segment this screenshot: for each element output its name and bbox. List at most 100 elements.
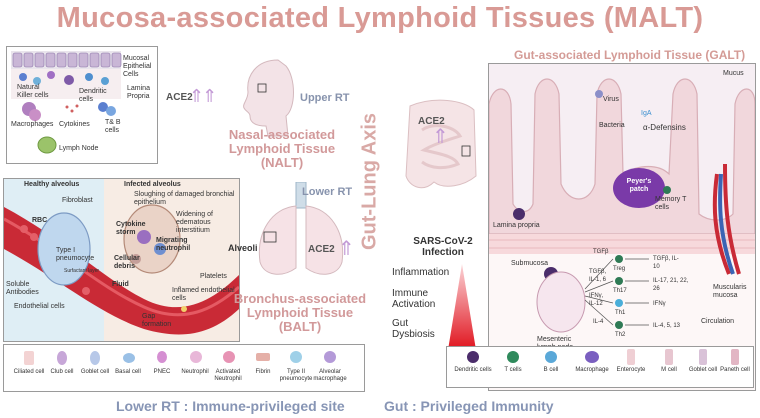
lower-rt-label: Lower RT (302, 186, 353, 198)
main-title: Mucosa-associated Lymphoid Tissues (MALT… (56, 2, 704, 34)
pathway-1-signal: TGFβ, IL-1, 6 (589, 269, 607, 283)
label-inflamed-endothelial: Inflamed endothelial cells (172, 287, 235, 302)
label-healthy-alveolus: Healthy alveolus (24, 181, 80, 188)
neutrophil-icon (190, 351, 202, 363)
label-lymph-node: Lymph Node (59, 145, 99, 152)
legend-right-2: B cell (543, 367, 559, 373)
alveolus-illustration (4, 179, 239, 341)
goblet-cell-icon (90, 351, 100, 365)
legend-right-3: Macrophage (575, 367, 609, 373)
footer-right: Gut : Privileged Immunity (384, 398, 554, 414)
pathway-0-out: TGFβ, IL-10 (653, 256, 679, 270)
label-virus: Virus (603, 96, 619, 103)
alveolar-macrophage-icon (324, 351, 336, 363)
label-surfactant: Surfactant layer (64, 268, 100, 274)
legend-left-3: Basal cell (115, 369, 141, 375)
balt-ace2-up-arrow-icon: ⇑ (338, 238, 355, 260)
lungs-illustration (258, 182, 344, 275)
pathway-3-cell: Th2 (615, 332, 626, 338)
immune-activation-label: Immune Activation (392, 288, 436, 310)
pathway-3-signal: IL-4 (593, 319, 604, 325)
infection-label: SARS-CoV-2 Infection (413, 236, 473, 258)
label-fibroblast: Fibroblast (62, 197, 93, 204)
label-natural-killer: Natural Killer cells (17, 84, 49, 99)
label-muscularis: Muscularis mucosa (713, 284, 747, 299)
label-cytokines: Cytokines (59, 121, 90, 128)
legend-left-7: Fibrin (255, 369, 271, 375)
label-soluble-antibodies: Soluble Antibodies (6, 281, 39, 296)
footer-left: Lower RT : Immune-privileged site (116, 398, 345, 414)
label-tb-cells: T& B cells (105, 119, 121, 134)
pathway-1-cell: Th17 (613, 288, 627, 294)
legend-left-1: Club cell (50, 369, 74, 375)
legend-right-1: T cells (504, 367, 522, 373)
club-cell-icon (57, 351, 67, 365)
alveoli-label: Alveoli (228, 243, 258, 253)
pnec-icon (157, 351, 167, 363)
balt-ace2-label: ACE2 (308, 244, 335, 255)
label-type1-pneumocyte: Type I pneumocyte (56, 247, 95, 262)
right-legend: Dendritic cells T cells B cell Macrophag… (446, 346, 754, 388)
pathway-1-out: IL-17, 21, 22, 26 (653, 278, 689, 292)
gut-lung-axis-label: Gut-Lung Axis (358, 112, 381, 251)
label-dendritic: Dendritic cells (79, 88, 107, 103)
macrophage-icon (585, 351, 599, 363)
dendritic-cell-icon (467, 351, 479, 363)
label-iga: IgA (641, 110, 652, 117)
legend-right-5: M cell (661, 367, 677, 373)
b-cell-icon (545, 351, 557, 363)
nalt-tissue-illustration (11, 51, 122, 154)
goblet-cell-gut-icon (699, 349, 707, 365)
label-endothelial: Endothelial cells (14, 303, 65, 310)
legend-right-0: Dendritic cells (454, 367, 492, 373)
label-circulation: Circulation (701, 318, 735, 325)
fibrin-icon (256, 353, 270, 361)
galt-panel: Mucus Virus IgA Bacteria α-Defensins Pey… (488, 63, 756, 391)
pathway-2-cell: Th1 (615, 310, 626, 316)
label-gap-formation: Gap formation (142, 313, 172, 328)
left-legend: Ciliated cell Club cell Goblet cell Basa… (3, 344, 365, 392)
inflammation-label: Inflammation (392, 267, 450, 278)
label-sloughing: Sloughing of damaged bronchial epitheliu… (134, 191, 235, 206)
nalt-panel: Mucosal Epithelial Cells Natural Killer … (6, 46, 158, 164)
label-cytokine-storm: Cytokine storm (116, 221, 146, 236)
t-cell-icon (507, 351, 519, 363)
type2-pneumocyte-icon (290, 351, 302, 363)
legend-left-0: Ciliated cell (13, 369, 45, 375)
legend-left-2: Goblet cell (80, 369, 110, 375)
basal-cell-icon (123, 353, 135, 363)
pathway-2-signal: IFNγ, IL-12 (589, 293, 604, 307)
legend-left-5: Neutrophil (181, 369, 209, 375)
legend-left-8: Type II pneumocyte (279, 369, 313, 382)
balt-title: Bronchus-associated Lymphoid Tissue (BAL… (233, 291, 367, 334)
legend-right-4: Enterocyte (616, 367, 646, 373)
label-infected-alveolus: Infected alveolus (124, 181, 181, 188)
severity-gradient-triangle (448, 264, 476, 350)
nalt-title: Nasal-associated Lymphoid Tissue (NALT) (228, 127, 336, 170)
gut-dysbiosis-label: Gut Dysbiosis (392, 318, 435, 340)
legend-left-6: Activated Neutrophil (214, 369, 242, 382)
label-mucosal-epithelial: Mucosal Epithelial Cells (123, 55, 152, 78)
pathway-0-cell: Treg (613, 266, 626, 272)
gut-ace2-label: ACE2 (418, 116, 445, 127)
paneth-cell-icon (731, 349, 739, 365)
enterocyte-icon (627, 349, 635, 365)
activated-neutrophil-icon (223, 351, 235, 363)
ace2-up-arrows-icon: ⇑⇑ (189, 86, 217, 106)
label-macrophages: Macrophages (11, 121, 54, 128)
intestine-illustration (405, 99, 477, 189)
legend-right-6: Goblet cell (688, 367, 718, 373)
label-peyers-patch: Peyer's patch (626, 178, 652, 193)
upper-rt-label: Upper RT (300, 92, 350, 104)
pathway-2-out: IFNγ (653, 301, 666, 307)
label-submucosa: Submucosa (511, 260, 548, 267)
label-defensins: α-Defensins (643, 123, 686, 132)
m-cell-icon (665, 349, 673, 365)
label-lamina-propria: Lamina Propria (127, 85, 150, 100)
label-mucus: Mucus (723, 70, 744, 77)
label-bacteria: Bacteria (599, 122, 625, 129)
nalt-ace2-label: ACE2 (166, 92, 193, 103)
legend-left-4: PNEC (153, 369, 171, 375)
galt-title: Gut-associated Lymphoid Tissue (GALT) (514, 48, 746, 62)
gut-ace2-up-arrow-icon: ⇑ (432, 126, 449, 148)
